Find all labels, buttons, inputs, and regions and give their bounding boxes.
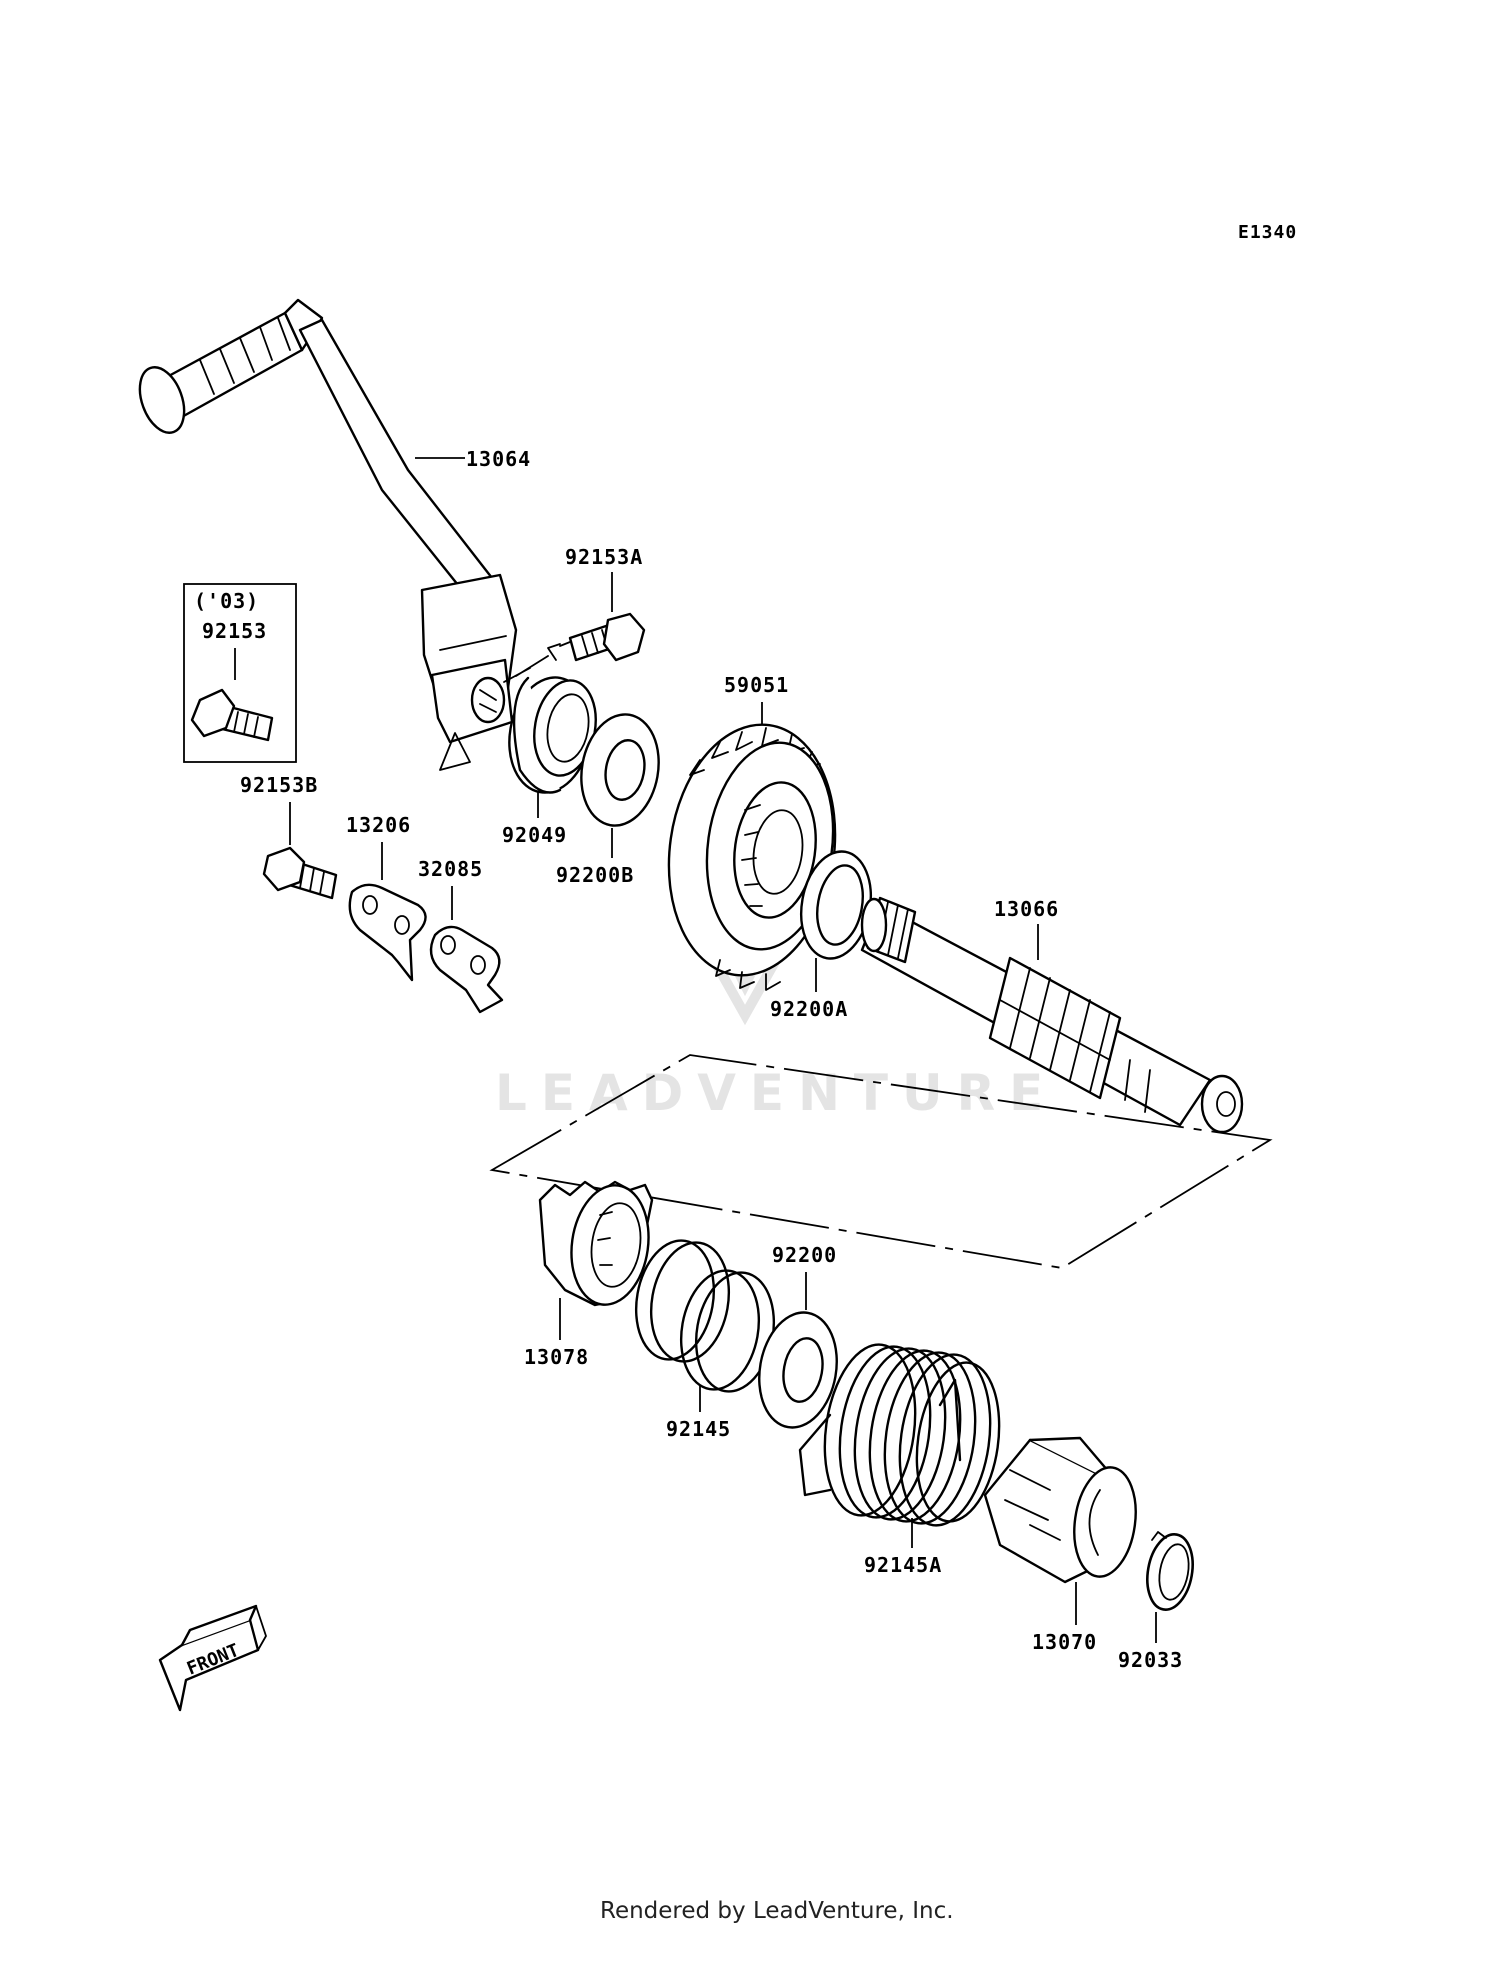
inset-note: ('03) (194, 589, 259, 613)
washer-92200[interactable]: 92200 (751, 1243, 846, 1434)
kick-gear-59051[interactable]: 59051 (653, 673, 850, 991)
inset-92153-03[interactable]: ('03) 92153 (183, 583, 297, 763)
watermark-text: LEADVENTURE (495, 1064, 1057, 1122)
kick-pedal-13064[interactable]: 13064 (132, 298, 532, 771)
assembly-outline (489, 1054, 1273, 1269)
label-92033: 92033 (1118, 1648, 1183, 1672)
label-13206: 13206 (346, 813, 411, 837)
guide-13070[interactable]: 13070 (983, 1436, 1142, 1654)
washer-92200B[interactable]: 92200B (556, 708, 667, 887)
bolt-92153A[interactable]: 92153A (503, 545, 646, 683)
plate-13206[interactable]: 13206 (346, 813, 427, 982)
oil-seal-92049[interactable]: 92049 (501, 671, 603, 847)
label-59051: 59051 (724, 673, 789, 697)
label-92200: 92200 (772, 1243, 837, 1267)
plate-32085[interactable]: 32085 (418, 857, 504, 1014)
circlip-92033[interactable]: 92033 (1118, 1531, 1198, 1672)
label-92049: 92049 (502, 823, 567, 847)
footer-credit: Rendered by LeadVenture, Inc. (600, 1898, 954, 1924)
washer-92200A[interactable]: 92200A (770, 846, 879, 1021)
label-13066: 13066 (994, 897, 1059, 921)
label-92153A: 92153A (565, 545, 643, 569)
ratchet-13078[interactable]: 13078 (524, 1180, 656, 1369)
label-13064: 13064 (466, 447, 531, 471)
kick-shaft-13066[interactable]: 13066 (860, 896, 1244, 1134)
bolt-92153B[interactable]: 92153B (240, 773, 338, 900)
inset-part-number: 92153 (202, 619, 267, 643)
label-92200A: 92200A (770, 997, 848, 1021)
diagram-code: E1340 (1238, 222, 1297, 243)
return-spring-92145A[interactable]: 92145A (798, 1339, 1009, 1577)
label-13078: 13078 (524, 1345, 589, 1369)
label-92145: 92145 (666, 1417, 731, 1441)
front-direction-arrow: FRONT (158, 1604, 267, 1712)
spring-92145[interactable]: 92145 (627, 1234, 783, 1441)
label-13070: 13070 (1032, 1630, 1097, 1654)
label-32085: 32085 (418, 857, 483, 881)
label-92153B: 92153B (240, 773, 318, 797)
label-92200B: 92200B (556, 863, 634, 887)
label-92145A: 92145A (864, 1553, 942, 1577)
